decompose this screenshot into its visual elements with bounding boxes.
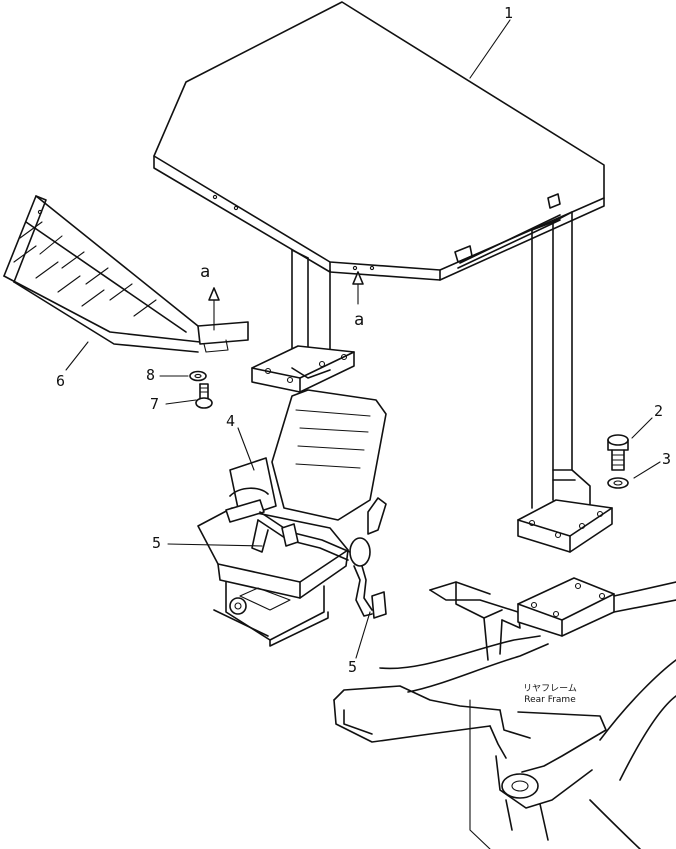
right-post: [517, 211, 613, 553]
operator-seat: [197, 389, 387, 647]
leader-7: [165, 399, 197, 405]
leader-5-upper: [167, 543, 263, 547]
leader-3: [633, 461, 661, 479]
leader-6: [65, 341, 89, 371]
callout-2: 2: [654, 402, 664, 420]
callout-5-lower: 5: [348, 658, 358, 676]
washer-3: [607, 477, 629, 489]
rear-frame-label-english: Rear Frame: [524, 695, 576, 705]
bolt-7: [195, 383, 213, 409]
rear-frame-label-japanese: リヤフレーム: [523, 684, 577, 694]
callout-4: 4: [226, 412, 236, 430]
callout-1: 1: [504, 4, 514, 22]
washer-8: [189, 370, 207, 382]
bolt-2: [607, 434, 629, 471]
rear-frame: [333, 577, 676, 849]
leader-lines: [65, 19, 661, 659]
leader-2: [631, 417, 653, 439]
rear-frame-label: リヤフレーム Rear Frame: [508, 684, 592, 706]
reference-a-upper: a: [200, 262, 211, 282]
callout-5-upper: 5: [152, 534, 162, 552]
canopy-roof: [153, 1, 605, 281]
leader-4: [237, 427, 255, 471]
step-ladder: [3, 195, 249, 353]
callout-3: 3: [662, 450, 672, 468]
reference-a-lower: a: [354, 310, 365, 330]
callout-7: 7: [150, 395, 160, 413]
callout-6: 6: [56, 372, 66, 390]
leader-5-lower: [355, 611, 371, 659]
left-post: [251, 249, 355, 393]
callout-8: 8: [146, 366, 156, 384]
leader-1: [469, 19, 511, 79]
